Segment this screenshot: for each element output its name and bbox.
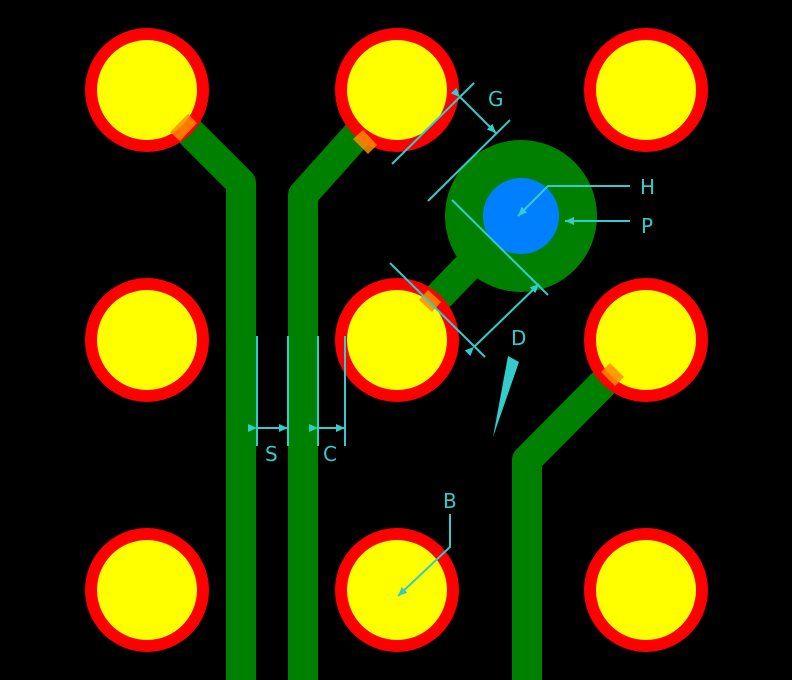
pad — [85, 278, 209, 402]
trace-pad-overlap — [170, 114, 624, 386]
dimension-g — [391, 82, 511, 202]
dimension-b — [397, 514, 451, 597]
label-h: H — [640, 175, 655, 199]
dimension-h — [517, 185, 630, 217]
pad — [335, 278, 459, 402]
pad — [85, 528, 209, 652]
via — [445, 140, 597, 292]
label-c: C — [323, 442, 337, 466]
label-d: D — [511, 326, 526, 350]
pad — [335, 28, 459, 152]
dimension-c — [309, 336, 346, 446]
pad — [335, 528, 459, 652]
dimension-labels: G H P D S C B — [265, 87, 655, 513]
dimensions — [248, 82, 630, 597]
label-g: G — [488, 87, 504, 111]
dimension-s — [248, 336, 289, 446]
via-hole — [483, 178, 559, 254]
pads — [85, 28, 708, 652]
label-b: B — [443, 489, 457, 513]
pad — [584, 28, 708, 152]
pad — [85, 28, 209, 152]
label-s: S — [265, 442, 278, 466]
label-p: P — [641, 214, 653, 238]
pad — [584, 528, 708, 652]
dimension-d — [389, 199, 549, 437]
pad — [584, 278, 708, 402]
